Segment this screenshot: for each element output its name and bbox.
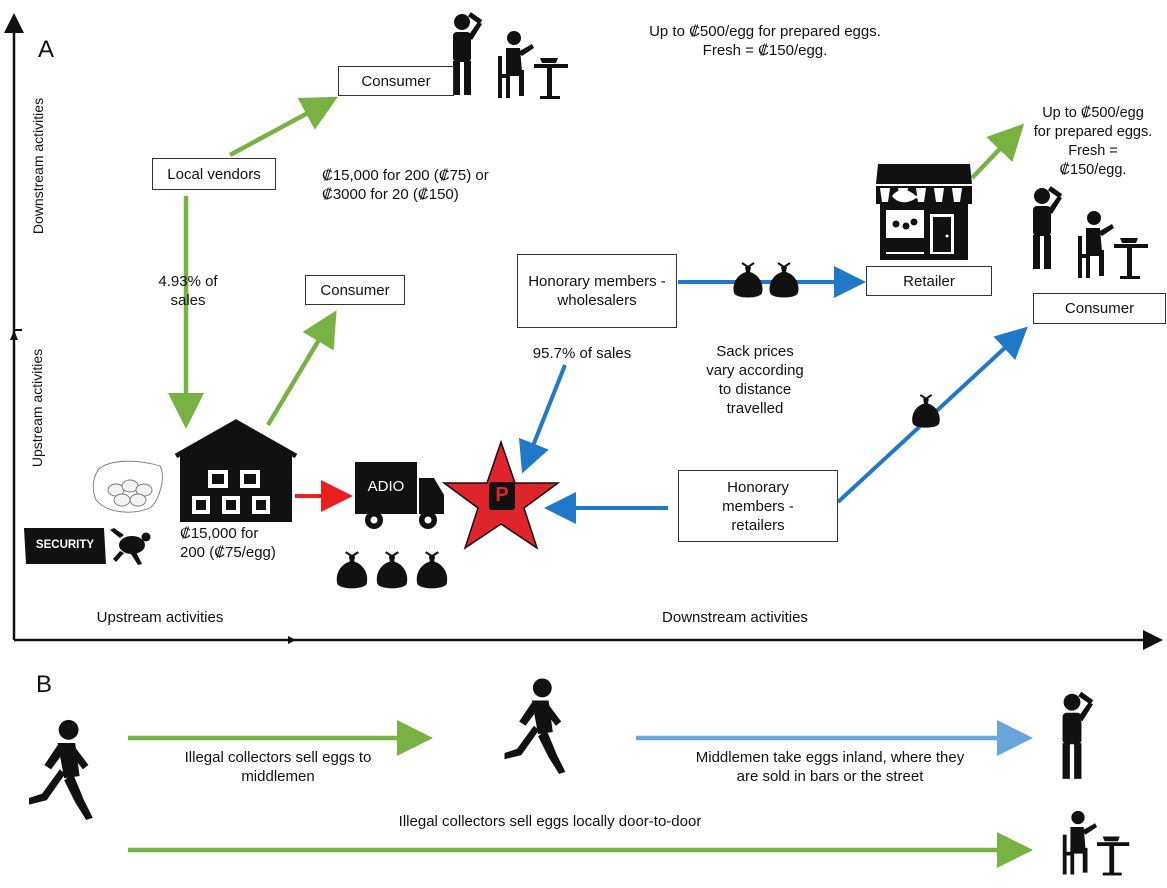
consumer-drinker-icon (453, 12, 483, 95)
collector-walker-icon (29, 719, 93, 820)
axis-label-upstream-horizontal: Upstream activities (96, 609, 224, 626)
axes (3, 13, 1163, 650)
panel-b-arrow2-label: Middlemen take eggs inland, where they a… (695, 749, 965, 785)
green-arrows (168, 96, 1025, 429)
security-badge (24, 528, 106, 564)
axis-label-upstream-vertical: Upstream activities (29, 348, 45, 468)
node-honorary-retailers: Honorary members - retailers (678, 470, 838, 542)
consumer-diner-icon-b (1062, 810, 1130, 876)
sack-icon (911, 393, 941, 429)
security-label: SECURITY (35, 539, 95, 551)
truck-icon (355, 462, 444, 529)
wholesale-sales-share: 95.7% of sales (532, 345, 632, 362)
vendor-price-note: ₡15,000 for 200 (₡75) or ₡3000 for 20 (₡… (322, 167, 489, 203)
node-retailer: Retailer (866, 266, 992, 296)
eggs-nest-icon (92, 460, 163, 513)
top-price-note: Up to ₡500/egg for prepared eggs. Fresh … (649, 23, 881, 59)
panel-b-label: B (36, 671, 53, 698)
axis-label-downstream-horizontal: Downstream activities (662, 609, 808, 626)
consumer-diner-icon (498, 31, 568, 99)
panel-b-arrow3-label: Illegal collectors sell eggs locally doo… (398, 813, 702, 830)
sack-price-note: Sack prices vary according to distance t… (706, 343, 804, 417)
truck-label: ADIO (367, 478, 405, 495)
node-consumer-top: Consumer (338, 66, 454, 96)
consumer-diner-icon-right (1078, 211, 1148, 279)
police-star-icon (441, 439, 561, 550)
right-price-note: Up to ₡500/egg for prepared eggs. Fresh … (1033, 105, 1153, 178)
star-letter: P (495, 484, 509, 506)
panel-a-label: A (38, 36, 55, 63)
consumer-drinker-icon-b (1062, 691, 1094, 779)
fish-shop-icon (876, 164, 972, 260)
panel-b-arrow1-label: Illegal collectors sell eggs to middleme… (184, 749, 372, 785)
node-wholesalers: Honorary members - wholesalers (517, 254, 677, 328)
node-local-vendors: Local vendors (152, 158, 276, 190)
turtle-icon (110, 528, 151, 565)
hatchery-price-note: ₡15,000 for 200 (₡75/egg) (180, 525, 276, 561)
sack-trio-icon (335, 551, 449, 590)
hatchery-icon (174, 419, 298, 522)
node-consumer-middle: Consumer (305, 275, 405, 305)
node-consumer-right: Consumer (1033, 293, 1166, 324)
local-sales-share: 4.93% of sales (158, 273, 218, 309)
axis-label-downstream-vertical: Downstream activities (30, 97, 46, 235)
middleman-walker-icon (504, 678, 566, 774)
panel-b-arrows (128, 720, 1033, 868)
consumer-drinker-icon-right (1033, 186, 1063, 269)
